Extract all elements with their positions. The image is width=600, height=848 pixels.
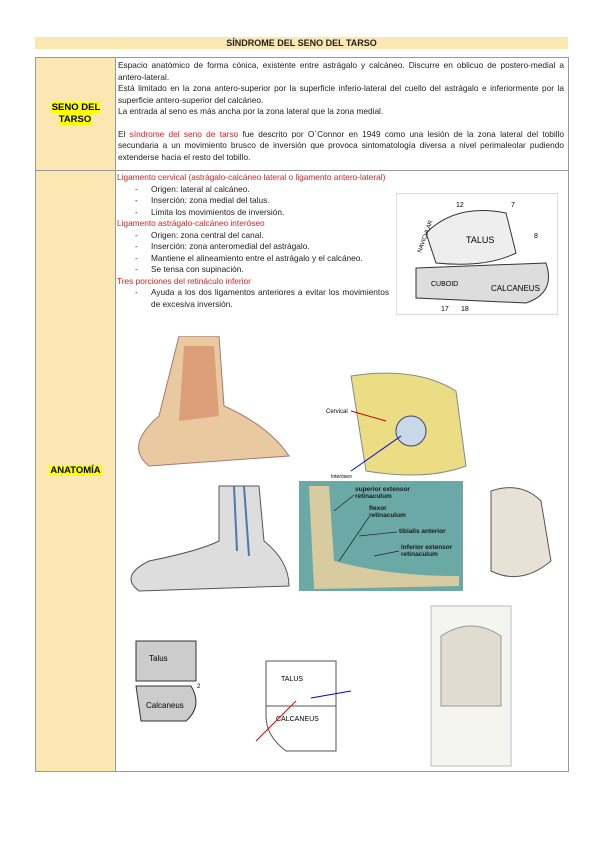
label-calcaneus: Calcaneus <box>146 701 184 710</box>
section-heading: Tres porciones del retináculo inferior <box>117 275 251 286</box>
label-7: 7 <box>511 202 515 209</box>
row-seno-del-tarso: SENO DEL TARSO Espacio anatómico de form… <box>35 57 569 171</box>
ligament-text: Ligamento cervical (astrágalo-calcáneo l… <box>116 171 389 310</box>
row-content: Ligamento cervical (astrágalo-calcáneo l… <box>115 170 569 772</box>
list-item: Se tensa con supinación. <box>135 264 389 276</box>
section-heading: Ligamento astrágalo-calcáneo interóseo <box>117 218 265 228</box>
list-item: Ayuda a los dos ligamentos anteriores a … <box>135 287 389 310</box>
list-item: Origen: lateral al calcáneo. <box>135 184 389 196</box>
page-title: SÍNDROME DEL SENO DEL TARSO <box>35 37 568 49</box>
list-item: Mantiene el alineamiento entre el astrág… <box>135 253 389 265</box>
list-item: Inserción: zona anteromedial del astrága… <box>135 241 389 253</box>
label-inferior-extensor: inferior extensor retinaculum <box>401 544 453 558</box>
label-interoseo: Interóseo <box>331 474 352 480</box>
bone-ligament-diagram: Cervical Interóseo <box>326 372 467 480</box>
row-content: Espacio anatómico de forma cónica, exist… <box>115 57 569 171</box>
label-calcaneus: CALCANEUS <box>491 284 540 293</box>
label-cervical: Cervical <box>326 409 348 415</box>
ankle-section-illustration <box>430 605 512 767</box>
label-tibialis: tibialis anterior <box>399 528 446 535</box>
row-anatomia: ANATOMÍA Ligamento cervical (astrágalo-c… <box>35 170 569 772</box>
list-item: Limita los movimientos de inversión. <box>135 207 389 219</box>
label-17: 17 <box>441 306 449 313</box>
talus-calcaneus-schematic: Talus Calcaneus 2 <box>135 640 201 722</box>
row-label: SENO DEL TARSO <box>50 102 101 125</box>
highlight-term: síndrome del seno de tarso <box>129 128 239 139</box>
paragraph-syndrome: El síndrome del seno de tarso fue descri… <box>118 129 564 164</box>
row-label-cell: SENO DEL TARSO <box>35 57 116 171</box>
talus-calcaneus-sketch: TALUS CALCANEUS CUBOID NAVICULAR 12 7 8 … <box>396 193 558 315</box>
list-item: Inserción: zona medial del talus. <box>135 195 389 207</box>
content-table: SENO DEL TARSO Espacio anatómico de form… <box>35 57 569 772</box>
retinaculum-drawing <box>299 481 463 591</box>
label-talus: Talus <box>149 654 168 663</box>
label-calcaneus: CALCANEUS <box>276 716 319 723</box>
text: El <box>118 128 130 139</box>
row-label: ANATOMÍA <box>49 465 102 476</box>
paragraph: La entrada al seno es más ancha por la z… <box>118 106 384 116</box>
retinaculum-illustration: superior extensor retinaculum flexor ret… <box>299 481 463 591</box>
list-item: Origen: zona central del canal. <box>135 230 389 242</box>
paragraph: Espacio anatómico de forma cónica, exist… <box>118 60 564 82</box>
sinus-tarsi-diagram: TALUS CALCANEUS <box>256 660 352 752</box>
label-8: 8 <box>534 233 538 240</box>
foot-ligaments-illustration <box>138 336 290 467</box>
text: fue descrito por O´Connor en 1949 como u… <box>118 128 565 162</box>
label-talus: TALUS <box>466 235 494 245</box>
label-12: 12 <box>456 202 464 209</box>
label-talus: TALUS <box>281 676 303 683</box>
bone-drawing <box>490 487 552 578</box>
label-cuboid: CUBOID <box>431 281 458 288</box>
label-flexor: flexor retinaculum <box>369 505 406 519</box>
paragraph: Está limitado en la zona antero-superior… <box>118 83 564 105</box>
row-label-cell: ANATOMÍA <box>35 170 116 772</box>
section-heading: Ligamento cervical (astrágalo-calcáneo l… <box>117 172 386 182</box>
foot-tendons-illustration <box>130 485 290 592</box>
label-superior-extensor: superior extensor retinaculum <box>355 486 410 500</box>
label-18: 18 <box>461 306 469 313</box>
label-2: 2 <box>197 684 201 690</box>
